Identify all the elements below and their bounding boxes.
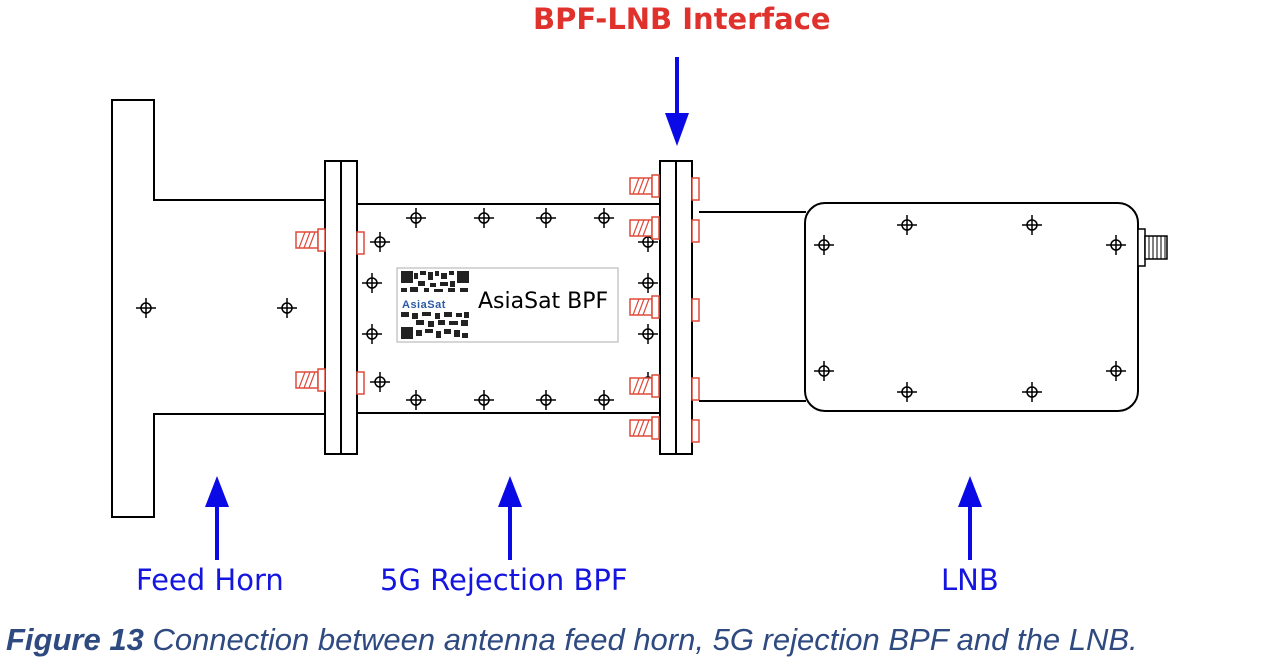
- caption-text: Connection between antenna feed horn, 5G…: [143, 622, 1138, 657]
- interface-arrow-icon: [665, 57, 689, 146]
- figure-number: Figure 13: [6, 622, 144, 657]
- screw-icon: [295, 368, 326, 392]
- feed-horn-label: Feed Horn: [136, 563, 284, 597]
- feed-horn-arrow-icon: [205, 476, 229, 560]
- bpf-label: 5G Rejection BPF: [380, 563, 628, 597]
- interface-label: BPF-LNB Interface: [533, 2, 831, 36]
- lnb-body: [804, 202, 1168, 412]
- lnb-neck: [699, 211, 806, 402]
- f-connector-icon: [1137, 228, 1168, 267]
- nut-icon: [356, 231, 365, 255]
- bpf-arrow-icon: [498, 476, 522, 560]
- asiasat-logo: AsiaSat: [401, 299, 447, 311]
- lnb-label: LNB: [941, 563, 999, 597]
- feed-horn: [111, 99, 326, 518]
- left-flange: [295, 160, 365, 455]
- screw-icon: [295, 228, 326, 252]
- lnb-arrow-icon: [958, 476, 982, 560]
- figure-caption: Figure 13 Connection between antenna fee…: [6, 622, 1276, 658]
- right-flange: [629, 160, 700, 455]
- nut-icon: [356, 371, 365, 395]
- bpf-sticker-label: AsiaSat BPF: [478, 289, 609, 314]
